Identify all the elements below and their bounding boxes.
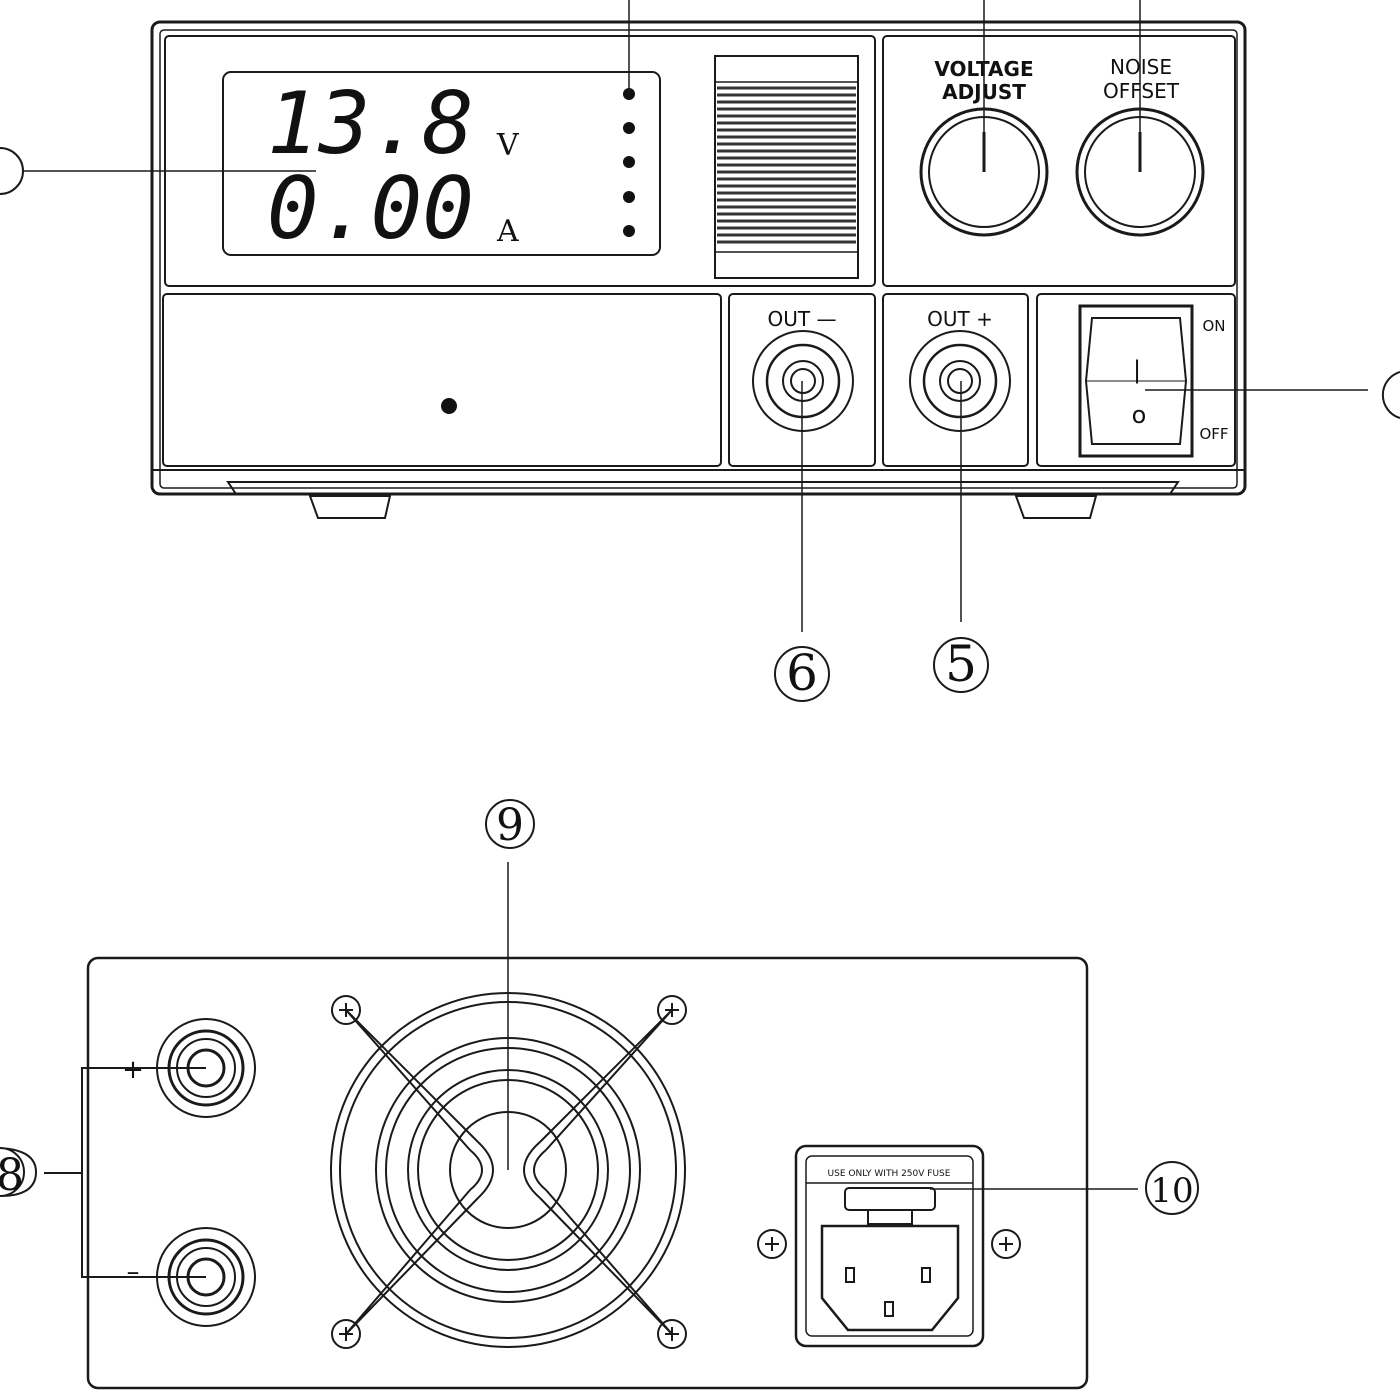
screw-head xyxy=(657,1319,687,1349)
callout-circle xyxy=(933,637,989,693)
fuse-tab xyxy=(867,1210,913,1225)
screw-cross xyxy=(339,1003,353,1017)
display-section xyxy=(164,35,876,287)
terminal-post xyxy=(790,368,816,394)
switch-section xyxy=(1036,293,1236,467)
callout-6 xyxy=(774,646,830,702)
callout-8-label: 8 xyxy=(0,1150,24,1201)
switch-off-symbol: o xyxy=(1132,401,1147,429)
callout-9 xyxy=(485,799,535,849)
iec-socket[interactable] xyxy=(820,1224,960,1332)
iec-pin xyxy=(884,1301,894,1317)
knob-section xyxy=(882,35,1236,287)
vent-slats xyxy=(717,86,856,244)
indicator-dot xyxy=(623,225,635,237)
front-foot-left xyxy=(308,495,392,519)
out-minus-label: OUT — xyxy=(768,307,837,331)
screw-head xyxy=(331,995,361,1025)
screw-cross xyxy=(765,1237,779,1251)
indicator-dot xyxy=(623,122,635,134)
fan-spokes xyxy=(345,1009,673,1335)
front-leader-lines xyxy=(22,0,1368,632)
callout-circle xyxy=(774,646,830,702)
terminal-ring xyxy=(765,343,841,419)
out-plus-terminal[interactable] xyxy=(909,330,1011,432)
out-minus-terminal[interactable] xyxy=(752,330,854,432)
callout-5-label: 5 xyxy=(945,635,977,693)
inlet-inner xyxy=(805,1155,974,1337)
screw-head xyxy=(331,1319,361,1349)
terminal-ring xyxy=(909,330,1011,432)
vent-grille xyxy=(714,55,859,279)
screw-cross xyxy=(999,1237,1013,1251)
indicator-dot xyxy=(623,156,635,168)
voltage-unit: V xyxy=(496,128,520,163)
callout-6-label: 6 xyxy=(786,644,818,702)
callout-partial-right xyxy=(1381,371,1400,419)
callout-circle-partial xyxy=(0,1147,38,1197)
blank-panel xyxy=(162,293,722,467)
callout-circle xyxy=(485,799,535,849)
terminal-post xyxy=(947,368,973,394)
current-readout: 0.00 xyxy=(267,159,474,259)
noise-offset-label-1: NOISE xyxy=(1110,55,1172,79)
out-plus-section xyxy=(882,293,1029,467)
ac-inlet-module: USE ONLY WITH 250V FUSE xyxy=(757,1144,1021,1348)
fuse-holder[interactable] xyxy=(844,1187,936,1211)
fan-screw xyxy=(331,995,361,1025)
fan-screw xyxy=(657,1319,687,1349)
fan-screw xyxy=(331,1319,361,1349)
rear-housing xyxy=(86,956,1089,1390)
callout-5 xyxy=(933,637,989,693)
screw-cross xyxy=(339,1327,353,1341)
callout-8 xyxy=(0,1147,38,1197)
vent-bottom-cap xyxy=(714,251,859,279)
screw-head xyxy=(757,1229,787,1259)
current-unit: A xyxy=(496,214,519,249)
front-housing-inner xyxy=(159,29,1238,489)
rear-plus-label: + xyxy=(122,1055,144,1085)
callout-10-label: 10 xyxy=(1150,1171,1193,1211)
screw-head xyxy=(991,1229,1021,1259)
iec-pin xyxy=(845,1267,855,1283)
switch-on-symbol: | xyxy=(1133,356,1141,384)
terminal-ring xyxy=(922,343,998,419)
voltage-readout: 13.8 xyxy=(267,74,474,174)
noise-offset-label-2: OFFSET xyxy=(1103,79,1180,103)
inlet-screw xyxy=(991,1229,1021,1259)
switch-bezel xyxy=(1078,304,1194,458)
inlet-frame xyxy=(794,1144,985,1348)
callout-circle xyxy=(1145,1161,1199,1215)
fan-screw xyxy=(657,995,687,1025)
indicator-dot xyxy=(623,191,635,203)
vent-top-cap xyxy=(714,55,859,83)
lcd-display xyxy=(222,71,661,256)
panel-screw xyxy=(441,398,457,414)
front-panel: 13.8 V 0.00 A VOLTAGE ADJUST NOISE OFFSE… xyxy=(0,0,1400,632)
power-rocker-switch[interactable]: | o xyxy=(1078,304,1194,458)
terminal-ring xyxy=(939,360,981,402)
screw-head xyxy=(657,995,687,1025)
out-plus-label: OUT + xyxy=(927,307,993,331)
iec-pin xyxy=(921,1267,931,1283)
terminal-ring xyxy=(782,360,824,402)
switch-off-label: OFF xyxy=(1199,425,1228,443)
switch-on-label: ON xyxy=(1202,317,1225,335)
terminal-bracket xyxy=(44,1067,206,1278)
inlet-screw xyxy=(757,1229,787,1259)
rear-panel: + – xyxy=(44,862,1138,1390)
callout-9-label: 9 xyxy=(496,800,524,851)
fan-hub-arcs xyxy=(469,1141,547,1199)
terminal-ring xyxy=(752,330,854,432)
indicator-dots xyxy=(623,88,635,237)
screw-cross xyxy=(665,1003,679,1017)
callout-partial-left xyxy=(0,147,24,195)
fuse-text: USE ONLY WITH 250V FUSE xyxy=(828,1169,951,1179)
front-base xyxy=(152,469,1245,495)
front-foot-right xyxy=(1014,495,1098,519)
rear-minus-label: – xyxy=(127,1257,140,1287)
callout-10 xyxy=(1145,1161,1199,1215)
screw-cross xyxy=(665,1327,679,1341)
